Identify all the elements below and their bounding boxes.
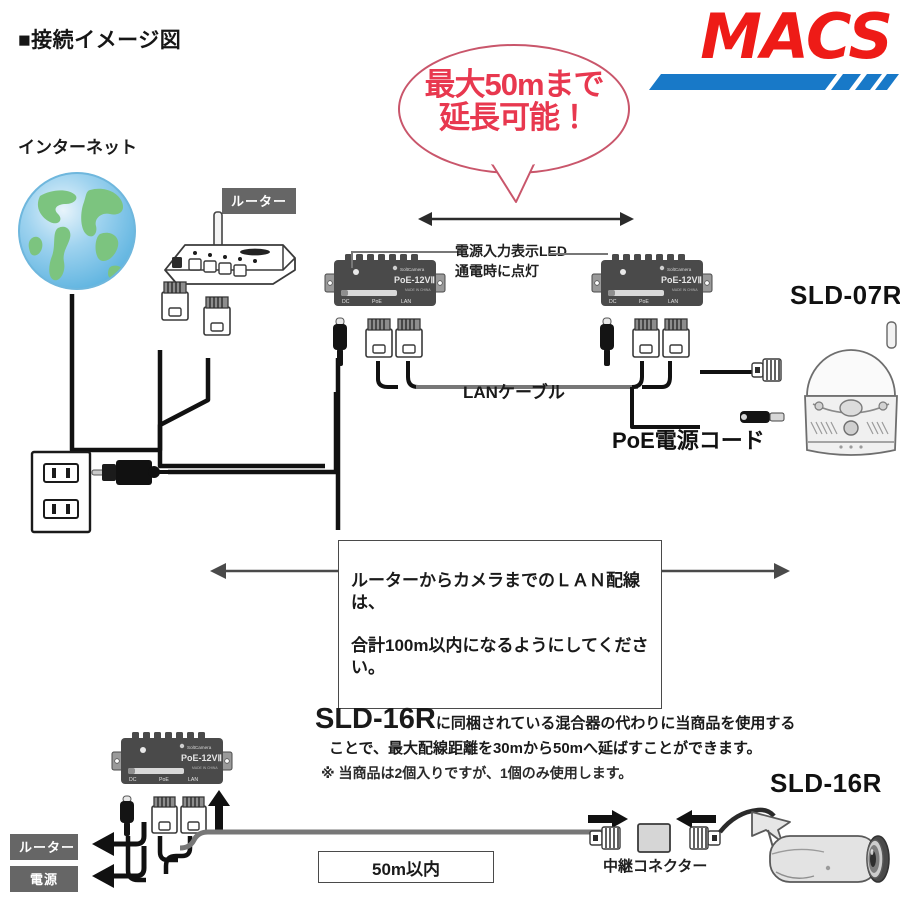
- dc-barrel-plug-icon: [740, 411, 785, 423]
- total-run-arrow-right: [660, 563, 790, 579]
- callout-bubble: 最大50mまで 延長可能！: [398, 44, 630, 203]
- lan-up-arrow-icon: [208, 790, 230, 834]
- coupler-right-arrow-icon: [676, 810, 716, 828]
- callout-oval: [398, 44, 630, 174]
- macs-logo: MACS: [647, 0, 899, 98]
- poe-injector-body-icon: SoltCamera PoE-12VⅡ MADE IN CHINA DC PoE…: [324, 254, 446, 306]
- dc-barrel-plug-icon: [600, 317, 614, 366]
- svg-text:LAN: LAN: [188, 777, 198, 783]
- callout-line-2: 延長可能！: [439, 100, 590, 136]
- internet-label: インターネット: [18, 138, 137, 157]
- svg-text:SoltCamera: SoltCamera: [187, 745, 212, 750]
- rj45-connector-icon: [662, 318, 690, 358]
- coupler-left-arrow-icon: [588, 810, 628, 828]
- camera-model-label-bottom: SLD-16R: [770, 768, 882, 798]
- callout-line-1: 最大50mまで: [424, 67, 604, 102]
- dc-barrel-plug-icon: [120, 795, 134, 836]
- rj45-plug-icon: [751, 358, 782, 382]
- page-title: ■接続イメージ図: [18, 29, 182, 52]
- coupler-label: 中継コネクター: [603, 858, 708, 875]
- span-dimension-arrow: [418, 212, 634, 226]
- led-leader-line-right: [548, 253, 608, 255]
- svg-text:SoltCamera: SoltCamera: [400, 267, 425, 272]
- lower-desc-model: SLD-16R: [315, 703, 436, 735]
- rj45-connector-icon: [180, 796, 207, 834]
- lower-injector-cables: [125, 836, 193, 883]
- poe-injector-body-icon: SoltCamera PoE-12VⅡ MADE IN CHINA DC PoE…: [111, 732, 233, 784]
- lan-cable-run: [376, 361, 700, 429]
- lower-left-branch-arrows: [92, 822, 147, 888]
- globe-icon: [18, 172, 136, 290]
- rj45-connector-icon: [203, 296, 231, 336]
- total-run-note-box: ルーターからカメラまでのＬＡＮ配線は、 合計100m以内になるようにしてください…: [338, 540, 662, 710]
- svg-text:MADE IN CHINA: MADE IN CHINA: [192, 766, 218, 770]
- led-note-line-1: 電源入力表示LED: [455, 243, 567, 259]
- callout-text: 最大50mまで 延長可能！: [398, 68, 630, 135]
- svg-text:PoE-12VⅡ: PoE-12VⅡ: [661, 275, 702, 285]
- router-tag-bottom: ルーター: [10, 834, 78, 860]
- svg-text:LAN: LAN: [668, 299, 678, 305]
- wall-outlet-icon: [30, 450, 92, 534]
- svg-text:MADE IN CHINA: MADE IN CHINA: [672, 288, 698, 292]
- led-leader-line: [351, 251, 458, 268]
- lower-desc-line-1: SLD-16Rに同梱されている混合器の代わりに当商品を使用する: [315, 700, 890, 739]
- rj45-connector-icon: [161, 281, 189, 321]
- lower-lan-run: [179, 829, 604, 851]
- lower-desc-line-2: ことで、最大配線距離を30mから50mへ延ばすことができます。: [329, 740, 762, 758]
- camera-lan-lead: [700, 370, 752, 374]
- total-run-arrow-left: [210, 563, 340, 579]
- rj45-plug-icon: [689, 826, 721, 850]
- poe-power-cord-label: PoE電源コード: [612, 428, 765, 453]
- poe-injector-1: SoltCamera PoE-12VⅡ MADE IN CHINA DC PoE…: [324, 252, 446, 316]
- svg-text:DC: DC: [129, 777, 137, 783]
- adapter-cable: [168, 392, 339, 475]
- coupler-body-icon: [637, 823, 671, 853]
- distance-box-50m: 50m以内: [318, 851, 494, 883]
- svg-text:SoltCamera: SoltCamera: [667, 267, 692, 272]
- svg-text:DC: DC: [342, 299, 350, 305]
- led-note-line-2: 通電時に点灯: [455, 263, 539, 279]
- svg-text:PoE: PoE: [372, 299, 382, 305]
- lan-cable-label: LANケーブル: [463, 383, 565, 402]
- svg-text:DC: DC: [609, 299, 617, 305]
- lower-description: SLD-16Rに同梱されている混合器の代わりに当商品を使用する ことで、最大配線…: [315, 700, 890, 783]
- callout-tail-icon: [491, 159, 535, 203]
- poe-injector-3: SoltCamera PoE-12VⅡ MADE IN CHINA DC PoE…: [111, 730, 233, 794]
- svg-text:PoE: PoE: [639, 299, 649, 305]
- lower-desc-note: ※ 当商品は2個入りですが、1個のみ使用します。: [321, 765, 633, 782]
- rj45-connector-icon: [632, 318, 660, 358]
- macs-swoosh-icon: [649, 74, 899, 90]
- bullet-camera-icon: [718, 807, 890, 883]
- svg-text:MADE IN CHINA: MADE IN CHINA: [405, 288, 431, 292]
- total-run-note-line-1: ルーターからカメラまでのＬＡＮ配線は、: [351, 570, 640, 612]
- lower-desc-line-1-rest: に同梱されている混合器の代わりに当商品を使用する: [435, 715, 796, 732]
- svg-text:PoE-12VⅡ: PoE-12VⅡ: [181, 753, 222, 763]
- rj45-connector-icon: [365, 318, 393, 358]
- svg-text:PoE: PoE: [159, 777, 169, 783]
- ac-adapter-plug-icon: [91, 460, 172, 485]
- rj45-connector-icon: [151, 796, 178, 834]
- poe-injector-body-icon: SoltCamera PoE-12VⅡ MADE IN CHINA DC PoE…: [591, 254, 713, 306]
- dome-camera-icon: [804, 321, 898, 456]
- rj45-connector-icon: [395, 318, 423, 358]
- router-tag-top: ルーター: [222, 188, 297, 214]
- macs-wordmark: MACS: [700, 0, 893, 73]
- router-icon: [164, 211, 296, 285]
- dc-barrel-plug-icon: [333, 317, 347, 366]
- poe-injector-2: SoltCamera PoE-12VⅡ MADE IN CHINA DC PoE…: [591, 252, 713, 316]
- power-tag-bottom: 電源: [10, 866, 78, 892]
- rj45-plug-icon: [589, 826, 621, 850]
- svg-text:LAN: LAN: [401, 299, 411, 305]
- camera-model-label-top: SLD-07R: [790, 280, 900, 310]
- svg-text:PoE-12VⅡ: PoE-12VⅡ: [394, 275, 435, 285]
- total-run-note-line-2: 合計100m以内になるようにしてください。: [351, 636, 649, 677]
